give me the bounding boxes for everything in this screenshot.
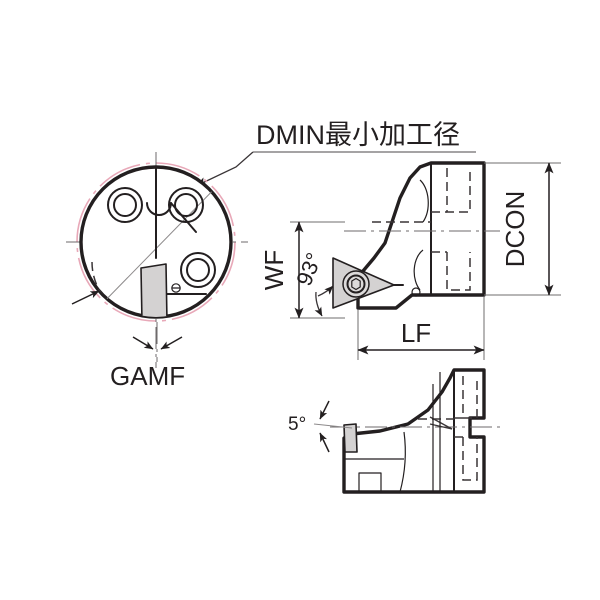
gamf-arrow-right <box>160 336 183 350</box>
insert-axis-line <box>95 175 228 311</box>
coolant-bore-lower-right <box>180 252 216 288</box>
bottom-view: 5° <box>288 368 500 494</box>
tool-body-outline <box>356 161 486 310</box>
lf-dimension: LF <box>357 297 485 360</box>
gamf-label: GAMF <box>110 361 185 391</box>
insert-assembly <box>332 257 404 309</box>
body-relief-arc-top <box>419 179 429 223</box>
coolant-bore-upper-right <box>168 187 204 223</box>
insert-screw-torx-drive <box>351 277 361 291</box>
angle-93-callout: 93° <box>291 249 334 317</box>
angle-5-ref-line <box>313 423 353 429</box>
front-end-view: GAMF <box>66 152 248 391</box>
insert-plate <box>140 263 168 317</box>
dcon-label: DCON <box>500 191 530 268</box>
angle-5-arrow-lower <box>319 432 330 453</box>
wf-dimension: WF <box>259 221 345 319</box>
bottom-partition-curve <box>399 431 406 493</box>
insert-screw-torx-outer <box>346 274 366 294</box>
insert-screw-small <box>171 283 181 293</box>
gamf-arrow-left <box>132 336 154 350</box>
bottom-small-pocket <box>358 472 382 493</box>
bottom-hidden-features <box>454 376 478 481</box>
body-relief-arc-bottom <box>413 249 424 291</box>
angle-93-arrow-to-edge <box>317 285 334 297</box>
shank-hidden-features <box>431 168 471 291</box>
angle-5-callout: 5° <box>288 400 353 453</box>
angle-93-arrow-down <box>314 291 323 317</box>
gamf-angle-indicator <box>132 322 183 362</box>
bottom-insert-plate <box>343 423 358 453</box>
dmin-label: DMIN最小加工径 <box>256 120 460 150</box>
wf-label: WF <box>259 250 289 290</box>
bottom-coolant-leader-a <box>429 416 453 430</box>
dcon-dimension: DCON <box>484 162 561 296</box>
angle-93-label: 93° <box>291 249 327 289</box>
dmin-leader-line <box>195 151 254 187</box>
coolant-bore-upper-left <box>107 187 143 223</box>
side-view: WF 93° DCON LF <box>259 161 561 360</box>
lf-label: LF <box>401 318 431 348</box>
bottom-coolant-leader-b <box>429 423 453 430</box>
dmin-callout: DMIN最小加工径 <box>195 120 476 187</box>
angle-5-arrow-upper <box>319 400 330 420</box>
cutting-edge-arrow <box>71 290 100 305</box>
body-small-hole <box>411 287 421 297</box>
angle-5-label: 5° <box>288 414 306 435</box>
